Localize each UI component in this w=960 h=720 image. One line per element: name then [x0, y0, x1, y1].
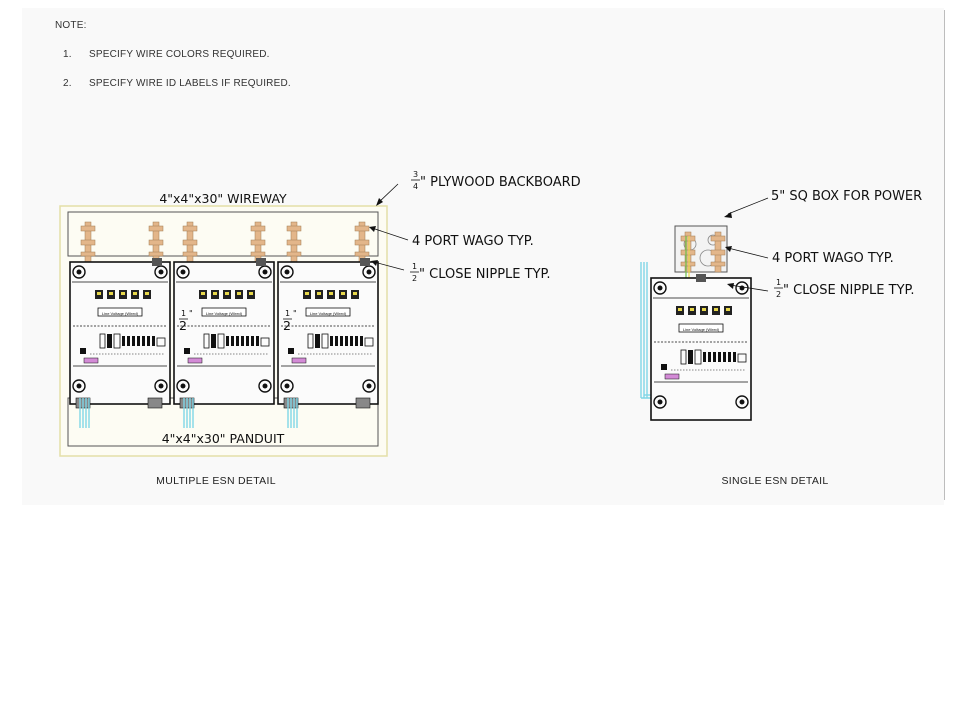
svg-text:1: 1 — [181, 309, 186, 318]
single-esn-detail: Line Voltage (Wired) 5" SQ BOX FOR POWER… — [640, 189, 922, 487]
esn-module — [69, 261, 171, 405]
svg-text:1: 1 — [412, 262, 417, 271]
wireway — [67, 211, 379, 257]
module-label: Line Voltage (Wired) — [206, 311, 243, 316]
esn-module — [650, 277, 752, 421]
close-nipple — [360, 258, 370, 266]
note-number: 2. — [63, 78, 72, 89]
note-item-1: 1. SPECIFY WIRE COLORS REQUIRED. — [63, 49, 270, 60]
svg-text:2: 2 — [179, 318, 187, 333]
svg-text:": " — [293, 309, 297, 318]
wago-connector — [250, 221, 266, 263]
multiple-detail-caption: MULTIPLE ESN DETAIL — [156, 475, 276, 487]
nipple-callout: 1 2 " CLOSE NIPPLE TYP. — [774, 278, 914, 299]
close-nipple — [696, 274, 706, 282]
svg-text:": " — [189, 309, 193, 318]
wago-connector — [354, 221, 370, 263]
svg-text:4: 4 — [413, 182, 418, 191]
svg-text:1: 1 — [776, 278, 781, 287]
wago-callout: 4 PORT WAGO TYP. — [772, 251, 894, 266]
gap-dimension: 1 2 " — [179, 309, 193, 333]
svg-text:" CLOSE NIPPLE TYP.: " CLOSE NIPPLE TYP. — [783, 283, 914, 298]
wago-connector — [710, 231, 726, 273]
nipple-callout: 1 2 " CLOSE NIPPLE TYP. — [410, 262, 550, 283]
wago-connector — [182, 221, 198, 263]
svg-text:2: 2 — [283, 318, 291, 333]
note-item-2: 2. SPECIFY WIRE ID LABELS IF REQUIRED. — [63, 78, 291, 89]
wago-connector — [286, 221, 302, 263]
svg-text:2: 2 — [412, 274, 417, 283]
panduit-label: 4"x4"x30" PANDUIT — [162, 431, 285, 446]
svg-text:" PLYWOOD BACKBOARD: " PLYWOOD BACKBOARD — [420, 175, 581, 190]
wago-connector — [80, 221, 96, 263]
title-block-border — [944, 10, 945, 500]
esn-module — [277, 261, 379, 405]
wago-connector — [148, 221, 164, 263]
single-detail-caption: SINGLE ESN DETAIL — [721, 475, 828, 487]
wireway-label: 4"x4"x30" WIREWAY — [159, 191, 287, 206]
module-label: Line Voltage (Wired) — [310, 311, 347, 316]
box-callout: 5" SQ BOX FOR POWER — [771, 189, 922, 204]
multiple-esn-detail: Line Voltage (Wired) Line Voltage (Wired… — [59, 170, 581, 487]
svg-text:" CLOSE NIPPLE TYP.: " CLOSE NIPPLE TYP. — [419, 267, 550, 282]
note-number: 1. — [63, 49, 72, 60]
svg-text:1: 1 — [285, 309, 290, 318]
notes-heading: NOTE: — [55, 20, 87, 31]
note-text: SPECIFY WIRE COLORS REQUIRED. — [89, 49, 270, 60]
module-label: Line Voltage (Wired) — [683, 327, 720, 332]
wago-callout: 4 PORT WAGO TYP. — [412, 234, 534, 249]
backboard-callout: 3 4 " PLYWOOD BACKBOARD — [411, 170, 581, 191]
close-nipple — [256, 258, 266, 266]
note-text: SPECIFY WIRE ID LABELS IF REQUIRED. — [89, 78, 291, 89]
gap-dimension: 1 2 " — [283, 309, 297, 333]
module-label: Line Voltage (Wired) — [102, 311, 139, 316]
svg-text:3: 3 — [413, 170, 418, 179]
wago-connector — [680, 231, 696, 273]
esn-module — [173, 261, 275, 405]
close-nipple — [152, 258, 162, 266]
svg-text:2: 2 — [776, 290, 781, 299]
